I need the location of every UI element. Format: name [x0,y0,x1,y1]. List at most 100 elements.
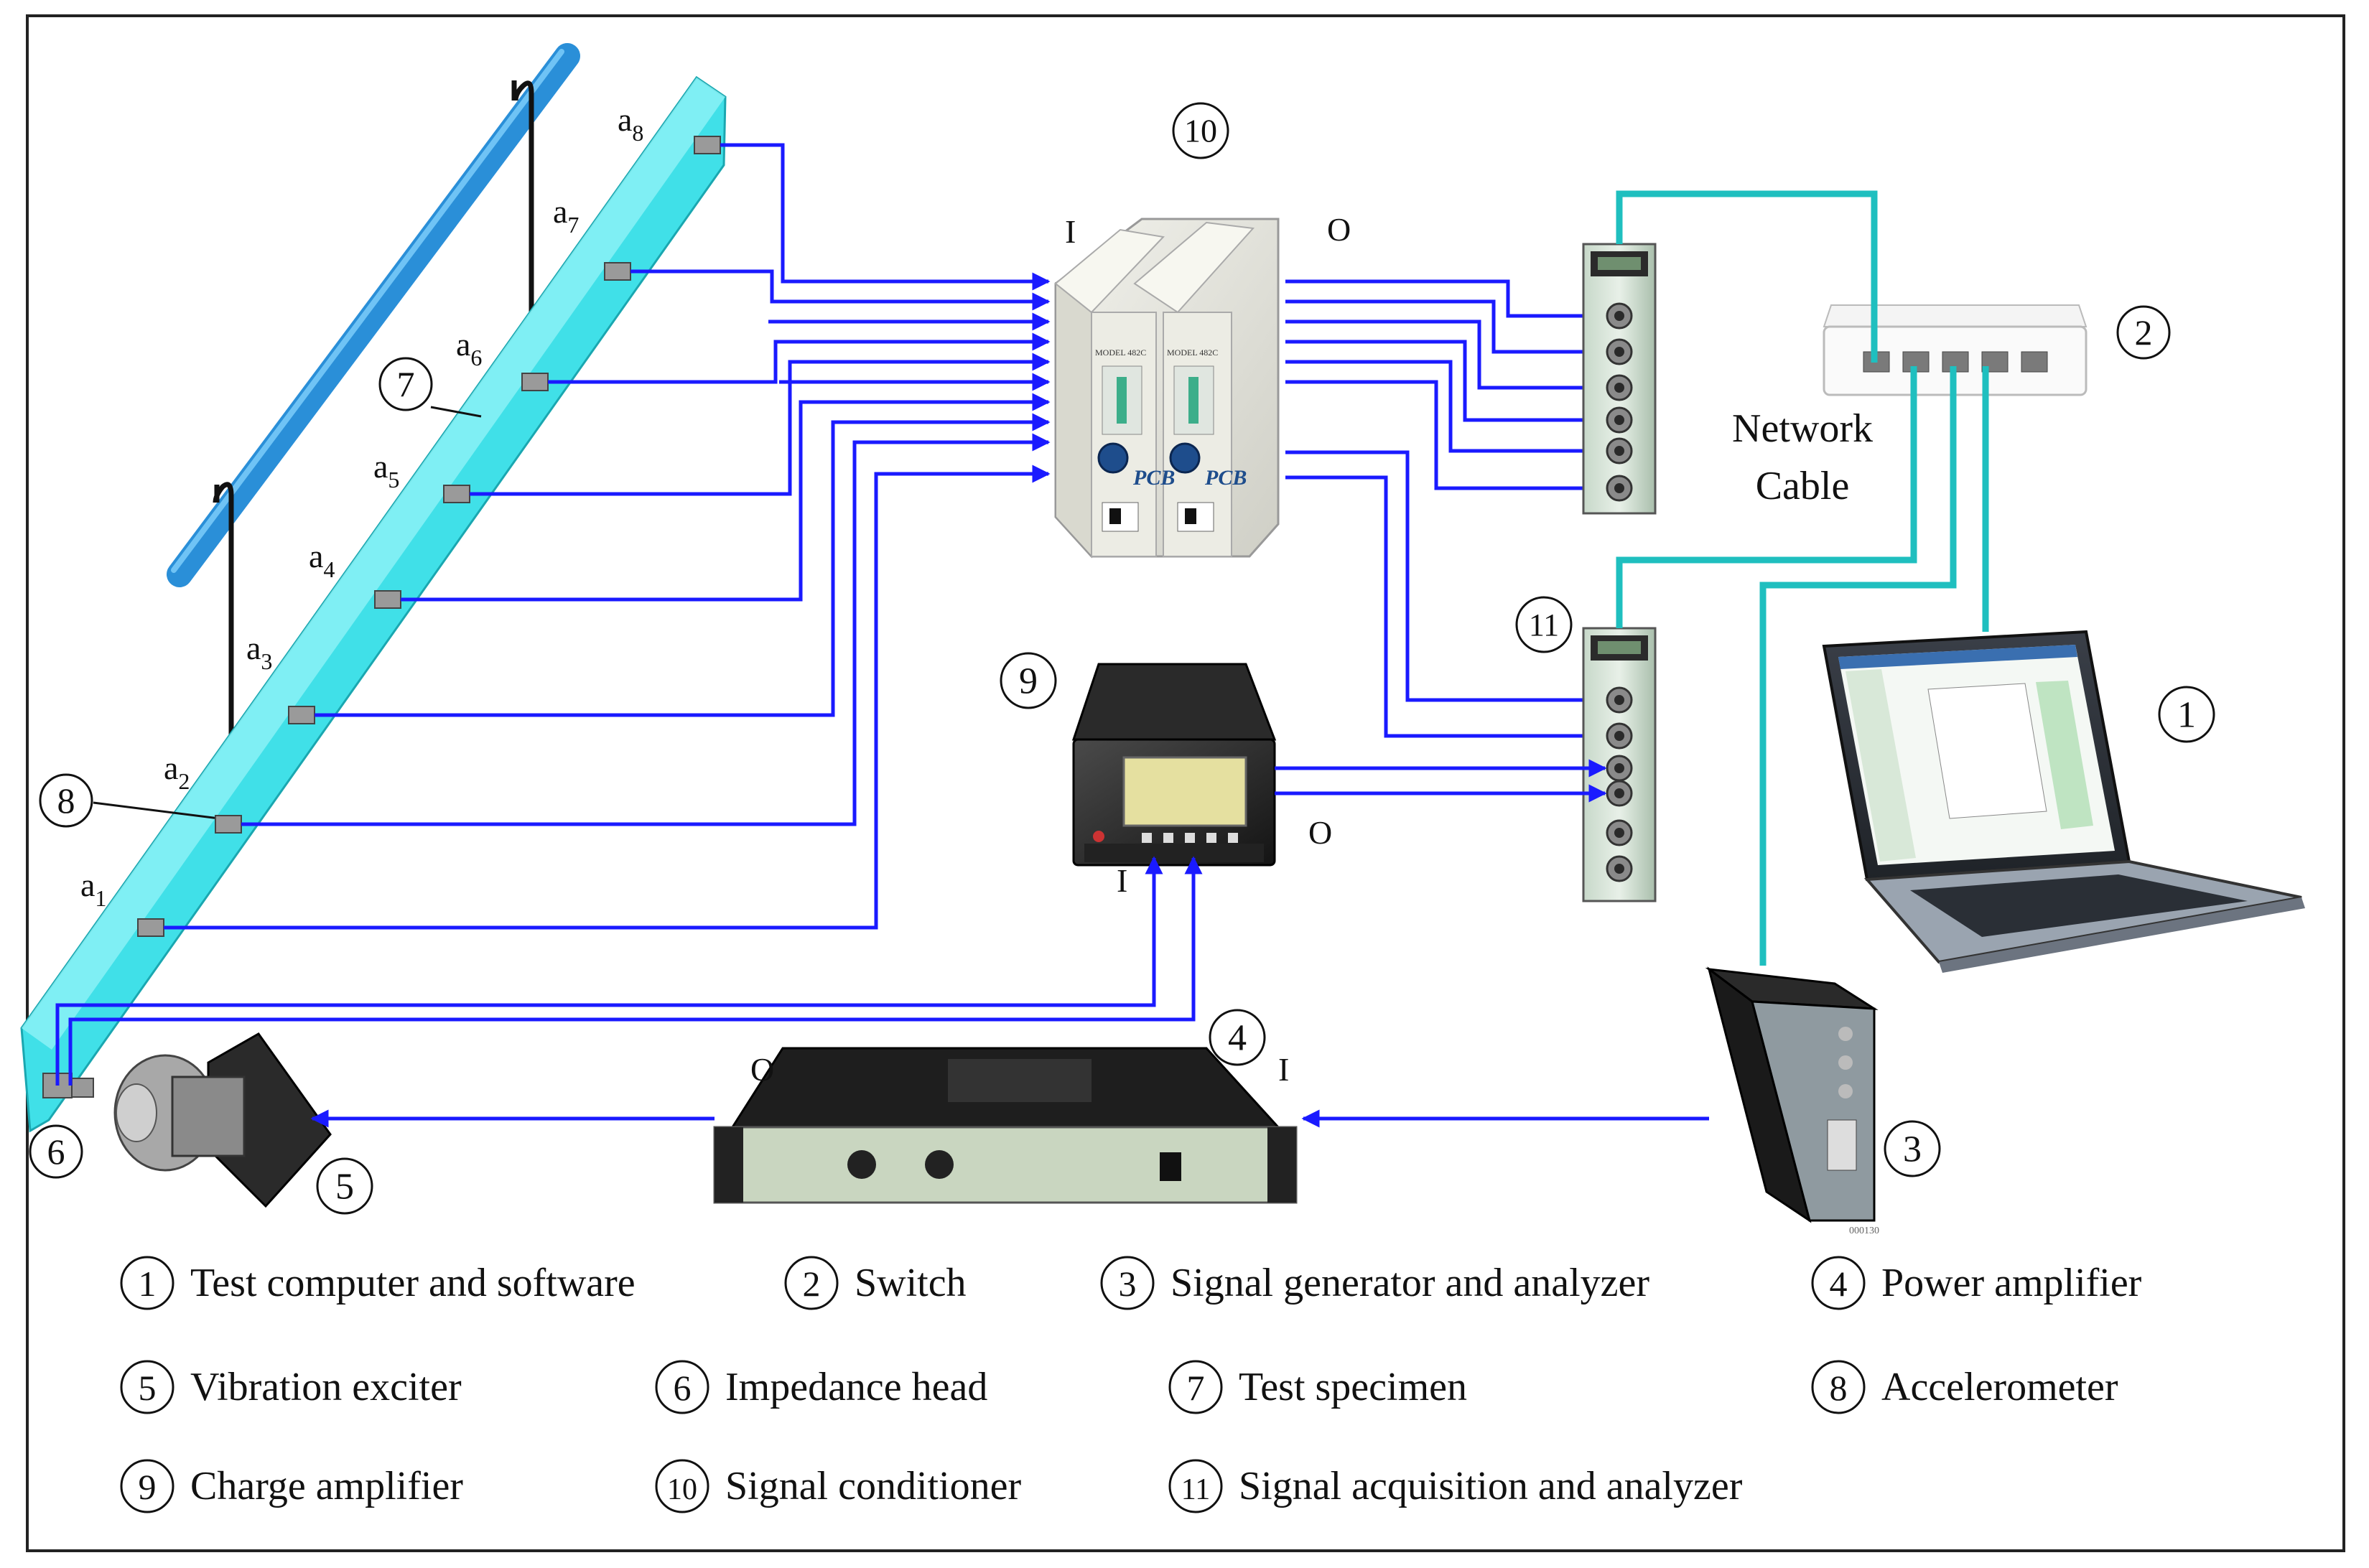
legend-item: 10 Signal conditioner [655,1459,1022,1513]
bnc-connectors-lower [1606,686,1633,882]
legend-text: Impedance head [725,1365,987,1409]
power-amplifier-device [713,1047,1298,1204]
sensor-label-letter: a [373,448,388,485]
callout-circle [378,357,433,411]
conditioner-output-line [1285,340,1607,429]
charge-amplifier-device [1071,663,1277,867]
sensor-label: a6 [456,326,482,370]
legend-text: Charge amplifier [190,1464,463,1508]
legend-number: 2 [803,1264,821,1304]
sensor-label-index: 2 [178,768,190,794]
bnc-connector-pin [1614,446,1624,456]
sensor-signal-line [630,269,1051,311]
model-label-1: MODEL 482C [1095,347,1146,358]
callout-circle [1172,102,1229,159]
sensor-label-index: 7 [567,212,579,238]
legend-text: Test computer and software [190,1261,636,1305]
sensor-label: a2 [164,750,190,794]
legend-number: 3 [1119,1264,1137,1304]
bnc-connector-pin [1614,828,1624,838]
sensor-label-letter: a [164,750,178,786]
sensor-label-index: 1 [95,885,106,911]
callout-number: 10 [1184,113,1217,149]
sensor-signal-line [470,353,1051,496]
drive-signal-lines [55,759,1709,1128]
sensor-label: a7 [553,193,579,238]
callout-number: 1 [2177,695,2196,736]
sensor-signal-line [315,413,1051,717]
bnc-connector-pin [1614,483,1624,493]
pcb-brand-label-2: PCB [1204,466,1247,490]
legend-number-circle [655,1459,709,1513]
callout-circle [1000,652,1057,709]
io-label: O [1327,211,1351,248]
accelerometer-sensor [443,485,470,503]
legend-number: 11 [1181,1473,1210,1506]
legend-number-circle [1100,1256,1155,1310]
sensor-label-letter: a [246,630,261,666]
conditioner-output-line [1285,319,1607,397]
io-label: O [1308,814,1332,851]
accelerometer-group [137,136,721,937]
legend-number-circle [1811,1256,1866,1310]
callout-circle [2158,686,2215,743]
legend-item: 11 Signal acquisition and analyzer [1168,1459,1743,1513]
hanger-wires [213,80,534,765]
legend-text: Test specimen [1239,1365,1467,1409]
io-label: I [1065,213,1076,250]
sensor-label-letter: a [618,101,632,138]
conditioner-output-line [1285,475,1607,745]
legend-number: 6 [674,1368,692,1408]
legend-number: 4 [1830,1264,1848,1304]
conditioner-output-line [1285,450,1607,709]
legend-number-circle [1168,1459,1223,1513]
sensor-label: a5 [373,448,399,493]
laptop-computer [1822,630,2305,973]
legend-text: Power amplifier [1881,1261,2142,1305]
sensor-label-letter: a [553,193,567,230]
legend-text: Signal conditioner [725,1464,1022,1508]
pcb-brand-label-1: PCB [1132,466,1175,490]
bnc-connector-pin [1614,347,1624,357]
accelerometer-sensor [604,262,631,281]
legend-number: 10 [667,1473,697,1506]
signal-lines [164,143,1607,930]
sensor-label-letter: a [456,326,470,363]
legend-text: Signal acquisition and analyzer [1239,1464,1743,1508]
bnc-connector-pin [1614,788,1624,798]
sensor-label-index: 3 [261,648,272,674]
bnc-connector-pin [1614,383,1624,393]
conditioner-output-line [1285,299,1607,361]
accelerometer-sensor [137,918,164,937]
sensor-label-letter: a [309,538,323,574]
sensor-signal-line [241,433,1051,826]
sensor-label-letter: a [80,867,95,903]
sensor-signal-line [720,143,1051,291]
legend-number-circle [784,1256,839,1310]
io-label: O [750,1051,774,1088]
legend-item: 4 Power amplifier [1811,1256,2142,1310]
legend-number: 5 [139,1368,157,1408]
callout-circle [1884,1120,1941,1177]
callout-number: 2 [2135,312,2153,353]
support-rod [167,43,580,587]
callout-circle [1209,1009,1266,1066]
bnc-connector-pin [1614,731,1624,741]
legend-item: 7 Test specimen [1168,1360,1467,1414]
callout-circle [29,1124,83,1179]
bnc-connector-pin [1614,763,1624,773]
legend-number-circle [1811,1360,1866,1414]
legend-number: 7 [1187,1368,1205,1408]
network-cable-label: Network [1732,406,1873,451]
callout-circle [2116,305,2171,360]
sensor-signal-line [548,332,1051,384]
callout-circle [39,773,93,828]
legend-text: Accelerometer [1881,1365,2118,1409]
signal-conditioner-device: PCB PCB MODEL 482C MODEL 482C [1054,218,1280,559]
